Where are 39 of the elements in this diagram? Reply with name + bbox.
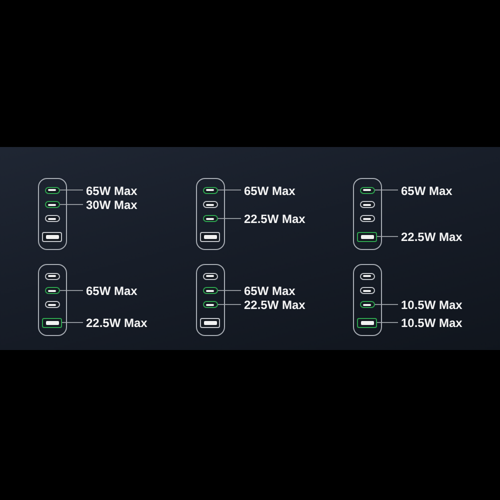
leader-line (376, 236, 398, 237)
leader-line (62, 322, 84, 323)
power-label: 10.5W Max (401, 316, 462, 330)
charger-outline (38, 264, 67, 336)
charger-outline (196, 178, 225, 250)
usb-c-port-icon (202, 215, 218, 222)
usb-c-port-icon (44, 287, 60, 294)
leader-line (59, 204, 84, 205)
power-label: 65W Max (86, 284, 138, 298)
power-label: 22.5W Max (401, 230, 462, 244)
charger-outline (353, 264, 382, 336)
usb-a-port-icon (42, 318, 62, 328)
power-label: 22.5W Max (244, 212, 306, 226)
usb-c-port-icon (202, 287, 218, 294)
usb-c-port-icon (360, 301, 374, 308)
charger-outline (353, 178, 382, 250)
power-label: 30W Max (86, 198, 138, 212)
usb-c-port-icon (202, 186, 218, 194)
usb-c-port-icon (360, 186, 374, 194)
usb-a-port-icon (357, 318, 377, 328)
leader-line (374, 304, 398, 305)
power-label: 65W Max (86, 184, 138, 198)
usb-c-port-icon (44, 201, 60, 208)
usb-c-port-icon (44, 186, 60, 194)
leader-line (59, 290, 84, 291)
power-label: 65W Max (244, 184, 296, 198)
power-label: 65W Max (244, 284, 296, 298)
leader-line (217, 304, 242, 305)
usb-a-port-icon (357, 232, 377, 242)
leader-line (217, 218, 242, 219)
power-label: 22.5W Max (244, 298, 306, 312)
leader-line (217, 290, 242, 291)
power-label: 65W Max (401, 184, 452, 198)
leader-line (376, 322, 398, 323)
usb-c-port-icon (202, 301, 218, 308)
charger-outline (38, 178, 67, 250)
charger-outline (196, 264, 225, 336)
power-label: 22.5W Max (86, 316, 148, 330)
power-label: 10.5W Max (401, 298, 462, 312)
